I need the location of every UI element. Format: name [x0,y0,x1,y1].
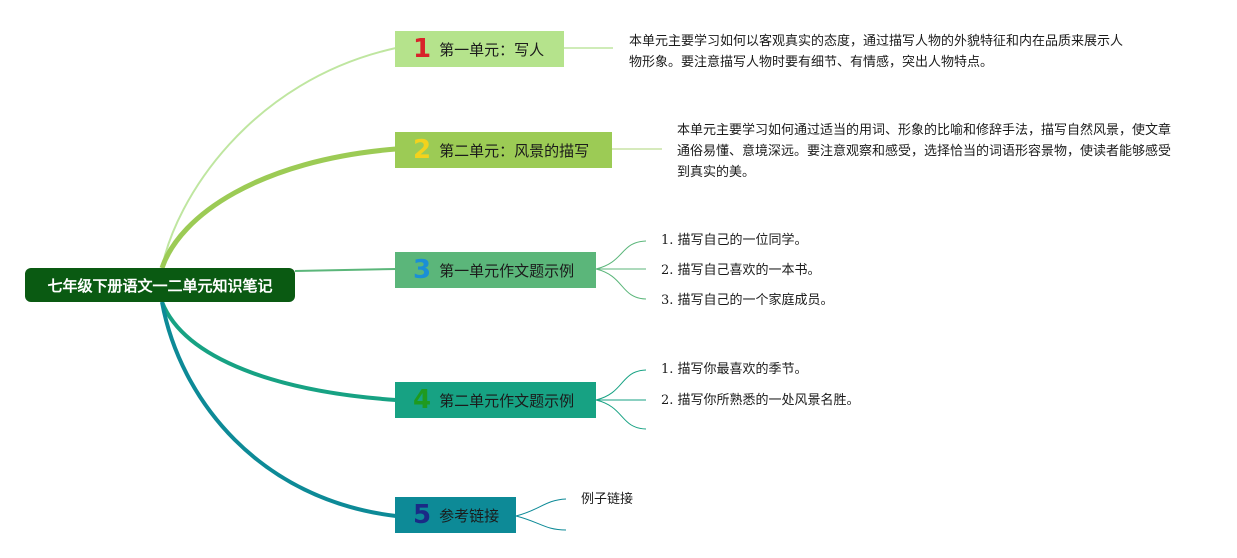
branch-line-2 [159,146,397,269]
topic-4-item-2: 2. 描写你所熟悉的一处风景名胜。 [661,393,860,408]
fan-5b [515,515,567,531]
topic-4-item-1: 1. 描写你最喜欢的季节。 [661,362,808,377]
topic-1-label: 第一单元：写人 [439,40,545,59]
topic-3-item-2: 2. 描写自己喜欢的一本书。 [661,263,821,278]
topic-5-label: 参考链接 [439,506,500,525]
fan-5a [515,498,567,517]
branch-line-5 [160,301,397,518]
topic-4-label: 第二单元作文题示例 [439,391,575,410]
fan-4a [595,369,647,401]
topic-4[interactable]: 4 第二单元作文题示例 [395,382,596,418]
topic-2[interactable]: 2 第二单元：风景的描写 [395,132,612,168]
topic-3-label: 第一单元作文题示例 [439,261,575,280]
root-title: 七年级下册语文一二单元知识笔记 [47,276,273,295]
topic-2-label: 第二单元：风景的描写 [439,141,590,160]
fan-4c [595,399,647,430]
topic-3-item-3: 3. 描写自己的一个家庭成员。 [661,293,834,308]
topic-3-item-1: 1. 描写自己的一位同学。 [661,233,808,248]
number-1-badge: 1 [413,34,432,64]
topic-3[interactable]: 3 第一单元作文题示例 [395,252,596,288]
topic-1-note: 本单元主要学习如何以客观真实的态度，通过描写人物的外貌特征和内在品质来展示人物形… [629,34,1124,70]
reference-link[interactable]: 例子链接 [581,492,634,507]
topic-5[interactable]: 5 参考链接 [395,497,516,533]
topic-2-note: 本单元主要学习如何通过适当的用词、形象的比喻和修辞手法，描写自然风景，使文章通俗… [677,123,1172,180]
branch-line-4 [160,301,397,402]
fan-3c [595,268,647,300]
number-2-badge: 2 [413,135,432,165]
root-topic[interactable]: 七年级下册语文一二单元知识笔记 [25,268,295,302]
topic-1[interactable]: 1 第一单元：写人 [395,31,564,67]
number-4-badge: 4 [413,385,432,415]
number-5-badge: 5 [413,500,432,530]
number-3-badge: 3 [413,255,432,285]
fan-3a [595,240,647,270]
branch-line-3 [294,268,397,272]
branch-line-1 [161,47,397,269]
